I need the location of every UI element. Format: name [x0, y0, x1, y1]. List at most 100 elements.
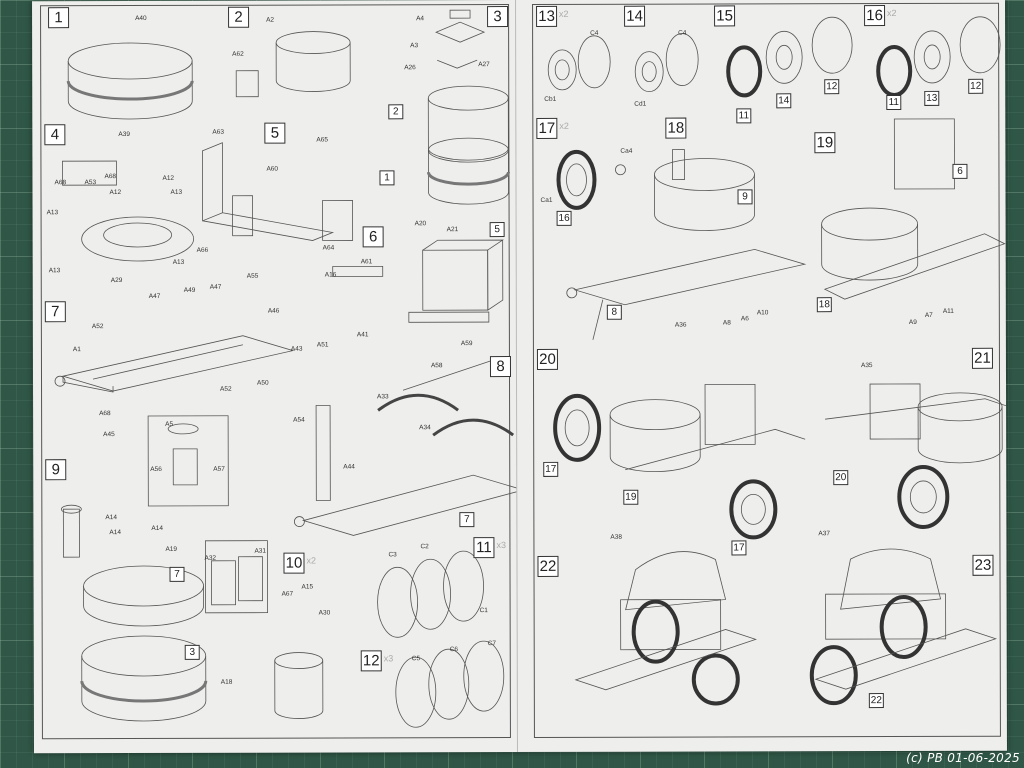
part-label: A64 [322, 244, 335, 252]
part-label: A21 [446, 226, 459, 234]
part-label: A35 [860, 362, 873, 370]
part-label: A56 [150, 465, 162, 473]
step-number: 3 [487, 6, 509, 28]
part-label: A37 [818, 530, 831, 538]
step-number: 8 [489, 356, 512, 378]
part-label: A58 [430, 362, 443, 370]
part-label: C5 [411, 655, 421, 663]
part-number-box: 8 [606, 304, 622, 320]
multiplier-label: x2 [559, 8, 569, 19]
part-label: A16 [324, 271, 337, 279]
part-label: A61 [360, 258, 373, 266]
step-number: 23 [972, 554, 994, 576]
part-label: A52 [91, 323, 104, 331]
part-label: C4 [590, 29, 599, 37]
part-number-box: 11 [736, 108, 752, 124]
part-label: Cd1 [634, 100, 647, 108]
part-label: A51 [316, 341, 329, 349]
part-label: A10 [756, 309, 769, 317]
part-label: A49 [183, 286, 196, 294]
part-label: A6 [740, 315, 749, 323]
step-number: 14 [624, 5, 646, 27]
part-label: A46 [267, 307, 280, 315]
part-label: A65 [316, 136, 328, 144]
step-number: 2 [228, 6, 250, 28]
step-number: 1 [48, 7, 70, 29]
part-label: A26 [404, 64, 416, 72]
multiplier-label: x2 [887, 8, 897, 19]
part-label: A13 [170, 188, 183, 196]
step-number: 10 [283, 552, 305, 574]
part-number-box: 19 [623, 489, 639, 505]
part-number-box: 9 [737, 189, 753, 205]
part-number-box: 14 [776, 93, 792, 109]
part-number-box: 5 [489, 222, 505, 238]
step-number: 7 [44, 301, 66, 323]
part-label: Ca1 [540, 196, 553, 204]
step-number: 17 [536, 117, 558, 139]
part-label: A11 [942, 307, 954, 315]
part-label: C3 [388, 551, 397, 559]
part-number-box: 2 [388, 104, 404, 120]
part-number-box: 6 [952, 163, 968, 179]
part-label: C6 [449, 646, 459, 654]
part-label: A66 [196, 246, 209, 254]
part-label: A36 [674, 321, 687, 329]
part-label: A40 [135, 14, 147, 23]
part-label: A67 [281, 590, 294, 598]
part-label: A20 [414, 220, 427, 228]
part-label: A15 [301, 583, 314, 591]
part-label: A13 [172, 258, 185, 266]
part-label: Ca4 [620, 147, 633, 155]
step-number: 22 [537, 555, 559, 577]
part-label: A14 [151, 524, 163, 532]
part-label: C7 [487, 640, 497, 648]
part-number-box: 12 [968, 78, 984, 94]
instruction-sheet: 1 2 3 4 5 6 7 8 9 10 11 12 x2 x3 x3 A40 … [32, 0, 1007, 754]
step-number: 12 [360, 650, 382, 672]
part-number-box: 7 [459, 512, 475, 528]
part-label: A32 [204, 554, 217, 562]
part-label: A54 [293, 416, 305, 424]
multiplier-label: x2 [306, 555, 317, 566]
part-label: A62 [232, 50, 244, 58]
part-label: A12 [109, 189, 122, 197]
part-label: A59 [460, 340, 473, 348]
part-label: A14 [105, 514, 117, 522]
part-label: A52 [220, 385, 232, 393]
step-number: 11 [473, 537, 495, 559]
step-number: 16 [864, 5, 886, 27]
part-label: A63 [212, 128, 224, 136]
part-label: A43 [290, 345, 303, 353]
part-label: A50 [257, 379, 269, 387]
copyright-watermark: (c) PB 01-06-2025 [906, 751, 1020, 765]
part-label: A13 [46, 209, 59, 217]
part-label: C4 [678, 29, 687, 37]
part-number-box: 17 [731, 540, 747, 556]
part-label: A19 [165, 545, 178, 553]
part-label: A1 [72, 346, 81, 354]
part-label: A12 [162, 174, 175, 182]
step-number: 19 [814, 132, 836, 154]
step-number: 18 [665, 117, 687, 139]
part-number-box: 1 [379, 170, 395, 186]
part-number-box: 16 [556, 210, 572, 226]
part-label: A55 [246, 272, 259, 280]
part-number-box: 17 [543, 461, 559, 477]
part-number-box: 7 [169, 566, 185, 582]
step-number: 21 [971, 347, 993, 369]
right-page-drawings [547, 16, 1007, 706]
multiplier-label: x3 [383, 653, 394, 664]
part-label: A4 [416, 15, 425, 23]
part-number-box: 11 [886, 94, 902, 111]
part-label: A47 [148, 292, 161, 300]
part-label: A7 [924, 311, 933, 319]
step-number: 6 [362, 226, 384, 248]
part-number-box: 12 [824, 79, 840, 95]
part-label: A13 [48, 267, 61, 275]
step-number: 13 [536, 5, 558, 27]
part-label: A14 [109, 529, 121, 537]
instruction-page-left: 1 2 3 4 5 6 7 8 9 10 11 12 x2 x3 x3 A40 … [32, 0, 518, 754]
step-number: 20 [536, 348, 558, 370]
part-label: A57 [213, 465, 225, 473]
